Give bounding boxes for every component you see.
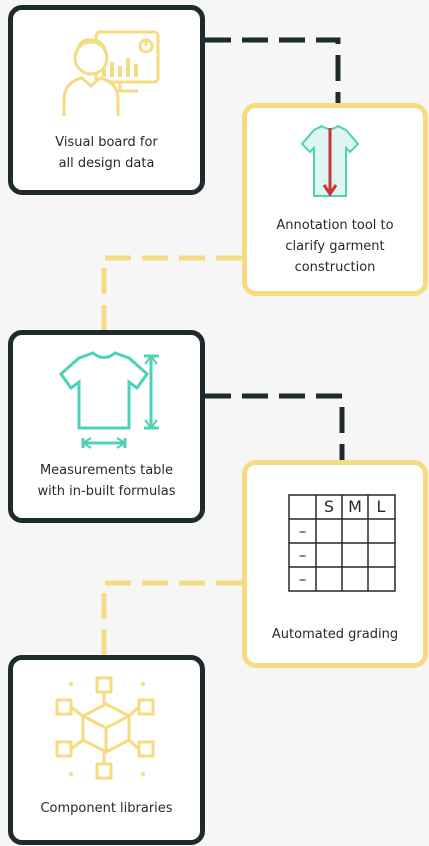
grading-header-l: L: [376, 497, 386, 516]
tshirt-annotation-icon: [300, 124, 360, 197]
grading-row-marker: –: [298, 570, 307, 588]
connector-2-3: [101, 255, 242, 334]
connector-1-2: [205, 37, 341, 103]
designer-dashboard-icon: [62, 30, 160, 116]
card-measurements-table: Measurements table with in-built formula…: [8, 330, 205, 523]
size-grading-table-icon: S M L – – –: [288, 494, 396, 592]
card-automated-grading: S M L – – – Automated grading: [242, 460, 428, 668]
grading-header-m: M: [348, 497, 362, 516]
grading-header-s: S: [323, 497, 335, 516]
card-annotation-tool-label: Annotation tool to clarify garment const…: [276, 218, 394, 275]
connector-3-4: [205, 393, 345, 462]
card-visual-board-label: Visual board for all design data: [55, 135, 158, 171]
card-annotation-tool: Annotation tool to clarify garment const…: [242, 103, 428, 296]
card-automated-grading-label: Automated grading: [271, 627, 399, 642]
grading-row-marker: –: [298, 546, 307, 564]
connector-4-5: [101, 580, 242, 658]
card-component-libraries-label: Component libraries: [40, 801, 173, 816]
grading-row-marker: –: [298, 522, 307, 540]
card-measurements-table-label: Measurements table with in-built formula…: [37, 463, 176, 499]
tshirt-measurements-icon: [59, 351, 159, 449]
card-visual-board: Visual board for all design data: [8, 5, 205, 195]
component-cube-icon: [55, 676, 155, 780]
card-component-libraries: Component libraries: [8, 655, 205, 845]
